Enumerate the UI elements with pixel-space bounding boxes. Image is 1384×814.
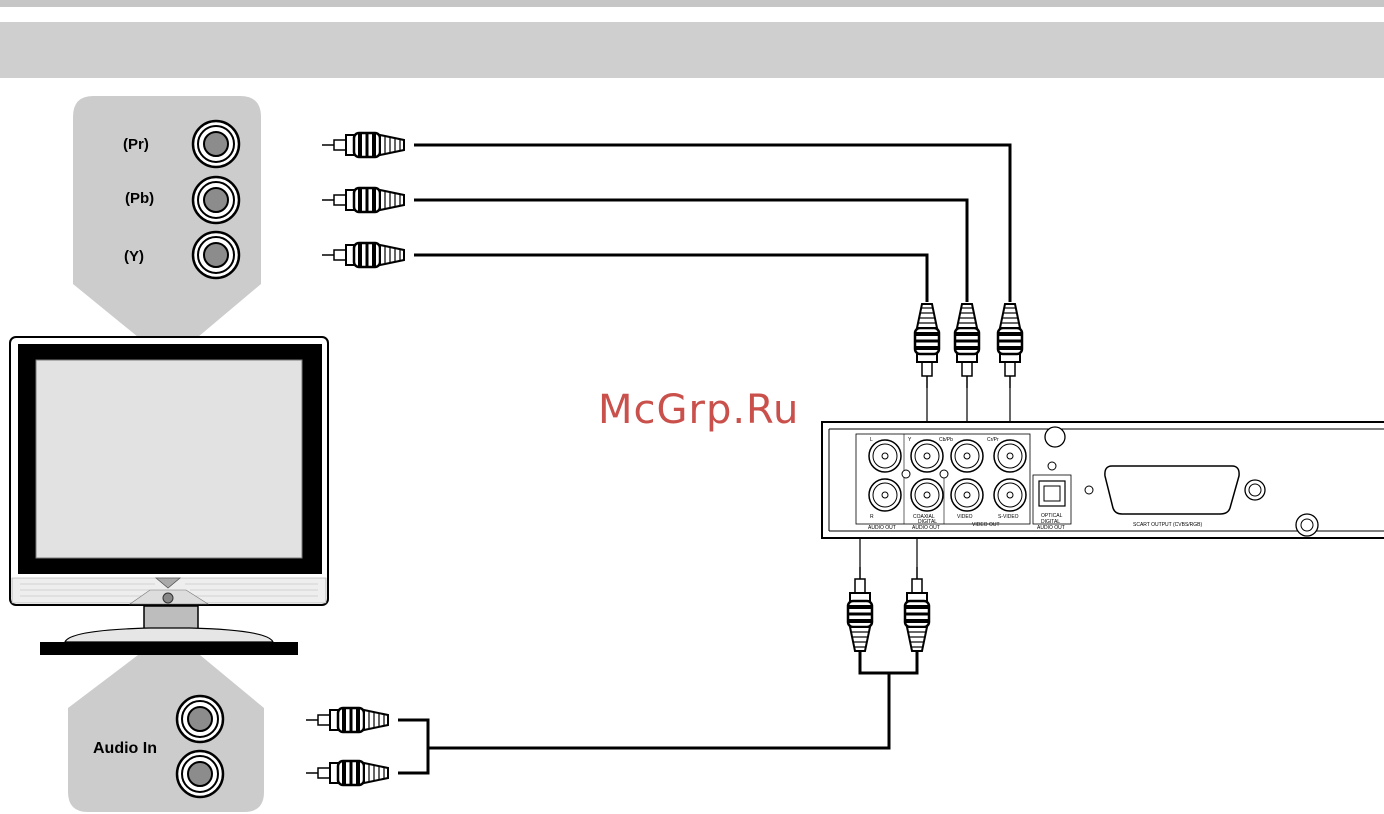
digital-audio-out-group-label-4: AUDIO OUT <box>1037 525 1065 531</box>
scart-output-label: SCART OUTPUT (CVBS/RGB) <box>1133 522 1203 528</box>
s-video-out-jack-icon <box>994 479 1026 511</box>
pb-plug-icon <box>322 188 404 212</box>
player-rear-panel: L R Y Cb/Pb Cr/Pr COAXIAL VIDEO S-VIDEO … <box>822 422 1384 538</box>
header-band <box>0 22 1384 78</box>
audio-cable <box>398 652 917 773</box>
y-player-plug-icon <box>915 304 939 388</box>
scart-connector-icon <box>1105 466 1239 514</box>
pr-jack-icon <box>193 121 239 167</box>
pr-label: (Pr) <box>123 136 149 153</box>
optical-out-port-icon <box>1039 481 1065 506</box>
y-label: (Y) <box>124 248 144 265</box>
audio-r-jack-label: R <box>870 514 874 520</box>
component-cables <box>414 145 1010 302</box>
audio-l-player-plug-icon <box>848 567 872 651</box>
top-bar <box>0 0 1384 7</box>
pr-plug-icon <box>322 133 404 157</box>
audio-l-out-jack-icon <box>869 440 901 472</box>
y-out-jack-icon <box>911 440 943 472</box>
y-plug-icon <box>322 243 404 267</box>
cb-pb-jack-label: Cb/Pb <box>939 437 953 443</box>
pr-out-jack-icon <box>994 440 1026 472</box>
audio-out-group-label: AUDIO OUT <box>868 525 896 531</box>
pb-jack-icon <box>193 177 239 223</box>
audio-input-callout <box>68 655 264 812</box>
watermark-text: McGrp.Ru <box>598 387 799 433</box>
audio-in-label: Audio In <box>93 740 157 757</box>
audio-in-left-jack-icon <box>177 696 223 742</box>
pb-out-jack-icon <box>951 440 983 472</box>
video-out-group-label: VIDEO OUT <box>972 522 1000 528</box>
y-jack-icon <box>193 232 239 278</box>
pb-player-plug-icon <box>955 304 979 388</box>
coaxial-out-jack-icon <box>911 479 943 511</box>
audio-r-plug-icon <box>306 761 388 785</box>
s-video-jack-label: S-VIDEO <box>998 514 1019 520</box>
pb-label: (Pb) <box>125 190 154 207</box>
audio-r-player-plug-icon <box>905 567 929 651</box>
video-jack-label: VIDEO <box>957 514 973 520</box>
video-out-jack-icon <box>951 479 983 511</box>
digital-audio-out-group-label-2: AUDIO OUT <box>912 525 940 531</box>
audio-in-right-jack-icon <box>177 751 223 797</box>
tv-icon <box>10 337 328 655</box>
audio-l-plug-icon <box>306 708 388 732</box>
cr-pr-jack-label: Cr/Pr <box>987 437 999 443</box>
pr-player-plug-icon <box>998 304 1022 388</box>
audio-r-out-jack-icon <box>869 479 901 511</box>
audio-l-jack-label: L <box>870 437 873 443</box>
